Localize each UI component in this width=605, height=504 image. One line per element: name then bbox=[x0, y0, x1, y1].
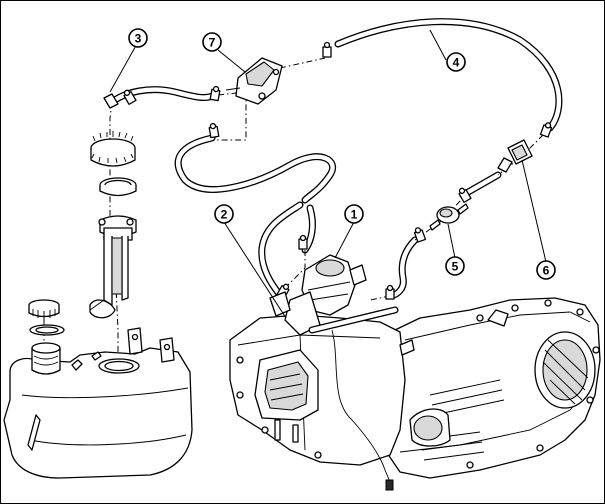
callout-5-label: 5 bbox=[452, 260, 459, 274]
fuel-pump-assembly-3 bbox=[89, 93, 137, 319]
callout-1-label: 1 bbox=[351, 208, 358, 222]
callout-4: 4 bbox=[446, 52, 466, 72]
hose-valve-loop bbox=[174, 134, 336, 204]
callout-7-label: 7 bbox=[209, 36, 216, 50]
callout-7: 7 bbox=[202, 32, 222, 52]
hose-filter-link bbox=[459, 171, 502, 199]
callout-6: 6 bbox=[536, 260, 556, 280]
callout-2: 2 bbox=[214, 204, 234, 224]
valve-bracket-7 bbox=[225, 57, 283, 105]
callout-6-label: 6 bbox=[543, 264, 550, 278]
hose-to-engine bbox=[258, 201, 304, 299]
callout-3: 3 bbox=[128, 28, 148, 48]
callout-4-label: 4 bbox=[453, 56, 460, 70]
hose-4-long bbox=[334, 18, 563, 132]
hose-filter-to-engine bbox=[386, 236, 419, 300]
leader-lines bbox=[109, 29, 547, 319]
callout-1: 1 bbox=[344, 204, 364, 224]
callout-5: 5 bbox=[445, 256, 465, 276]
filter-5 bbox=[429, 203, 469, 231]
callout-3-label: 3 bbox=[135, 32, 142, 46]
inline-valve-6 bbox=[497, 139, 533, 173]
fuel-tank bbox=[3, 299, 193, 479]
callout-2-label: 2 bbox=[221, 208, 228, 222]
engine-assembly bbox=[229, 254, 601, 491]
